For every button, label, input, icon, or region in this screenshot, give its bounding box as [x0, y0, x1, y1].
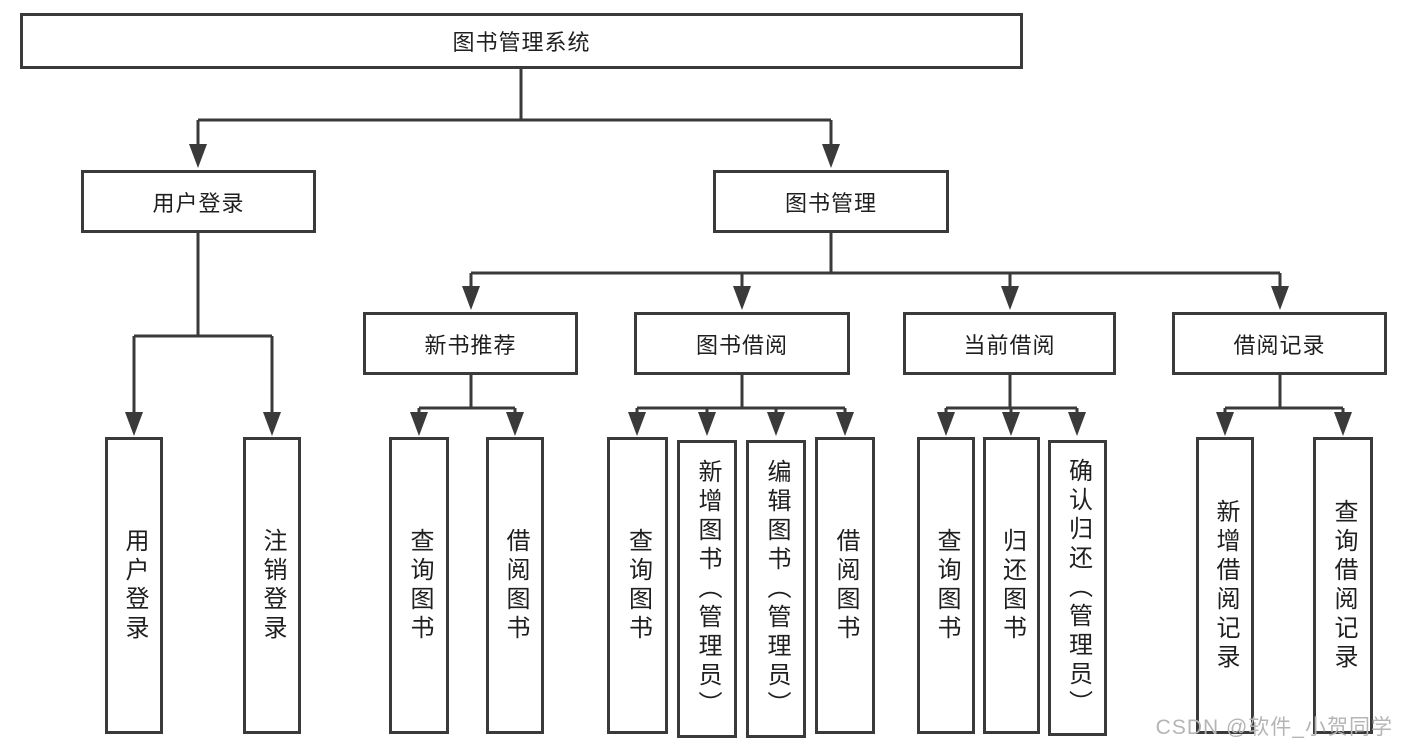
connector-edges	[132, 69, 1345, 415]
leaf-return-books: 归还图书	[983, 437, 1040, 734]
leaf-add-books-admin: 新增图书（管理员）	[677, 440, 737, 738]
leaf-logout: 注销登录	[243, 437, 301, 734]
leaf-query-borrow-record: 查询借阅记录	[1313, 437, 1373, 734]
leaf-label: 查询借阅记录	[1330, 498, 1357, 673]
node-label: 用户登录	[152, 190, 245, 216]
node-label: 图书管理	[784, 190, 877, 216]
leaf-borrow-books: 借阅图书	[486, 437, 544, 734]
arrowhead-icons	[125, 144, 1352, 436]
leaf-label: 新增图书（管理员）	[694, 458, 721, 720]
leaf-label: 编辑图书（管理员）	[763, 458, 790, 720]
leaf-label: 借阅图书	[832, 527, 859, 644]
leaf-label: 归还图书	[998, 527, 1026, 644]
node-new-book-recommendation: 新书推荐	[363, 312, 578, 375]
leaf-query-books: 查询图书	[389, 437, 449, 734]
node-current-borrowing: 当前借阅	[903, 312, 1116, 375]
leaf-label: 确认归还（管理员）	[1064, 457, 1092, 719]
leaf-edit-books-admin: 编辑图书（管理员）	[746, 440, 806, 738]
leaf-label: 查询图书	[406, 527, 433, 644]
leaf-label: 查询图书	[933, 527, 960, 644]
leaf-label: 查询图书	[624, 527, 652, 644]
node-borrowing-records: 借阅记录	[1172, 312, 1387, 375]
node-label: 图书借阅	[695, 332, 788, 358]
node-library-management-system: 图书管理系统	[20, 13, 1023, 69]
leaf-borrow-books: 借阅图书	[815, 437, 875, 734]
node-book-borrowing: 图书借阅	[634, 312, 850, 375]
node-book-management: 图书管理	[713, 170, 949, 233]
leaf-confirm-return-admin: 确认归还（管理员）	[1048, 440, 1107, 736]
leaf-add-borrow-record: 新增借阅记录	[1196, 437, 1254, 734]
node-label: 借阅记录	[1233, 332, 1326, 358]
leaf-query-books: 查询图书	[917, 437, 975, 734]
leaf-query-books: 查询图书	[607, 437, 668, 734]
node-label: 新书推荐	[424, 332, 517, 358]
node-label: 当前借阅	[963, 332, 1056, 358]
leaf-label: 用户登录	[121, 527, 148, 644]
leaf-label: 新增借阅记录	[1212, 498, 1239, 673]
leaf-label: 借阅图书	[502, 527, 529, 644]
node-user-login: 用户登录	[81, 170, 316, 233]
node-label: 图书管理系统	[452, 30, 591, 55]
leaf-user-login: 用户登录	[105, 437, 163, 734]
leaf-label: 注销登录	[259, 527, 286, 644]
